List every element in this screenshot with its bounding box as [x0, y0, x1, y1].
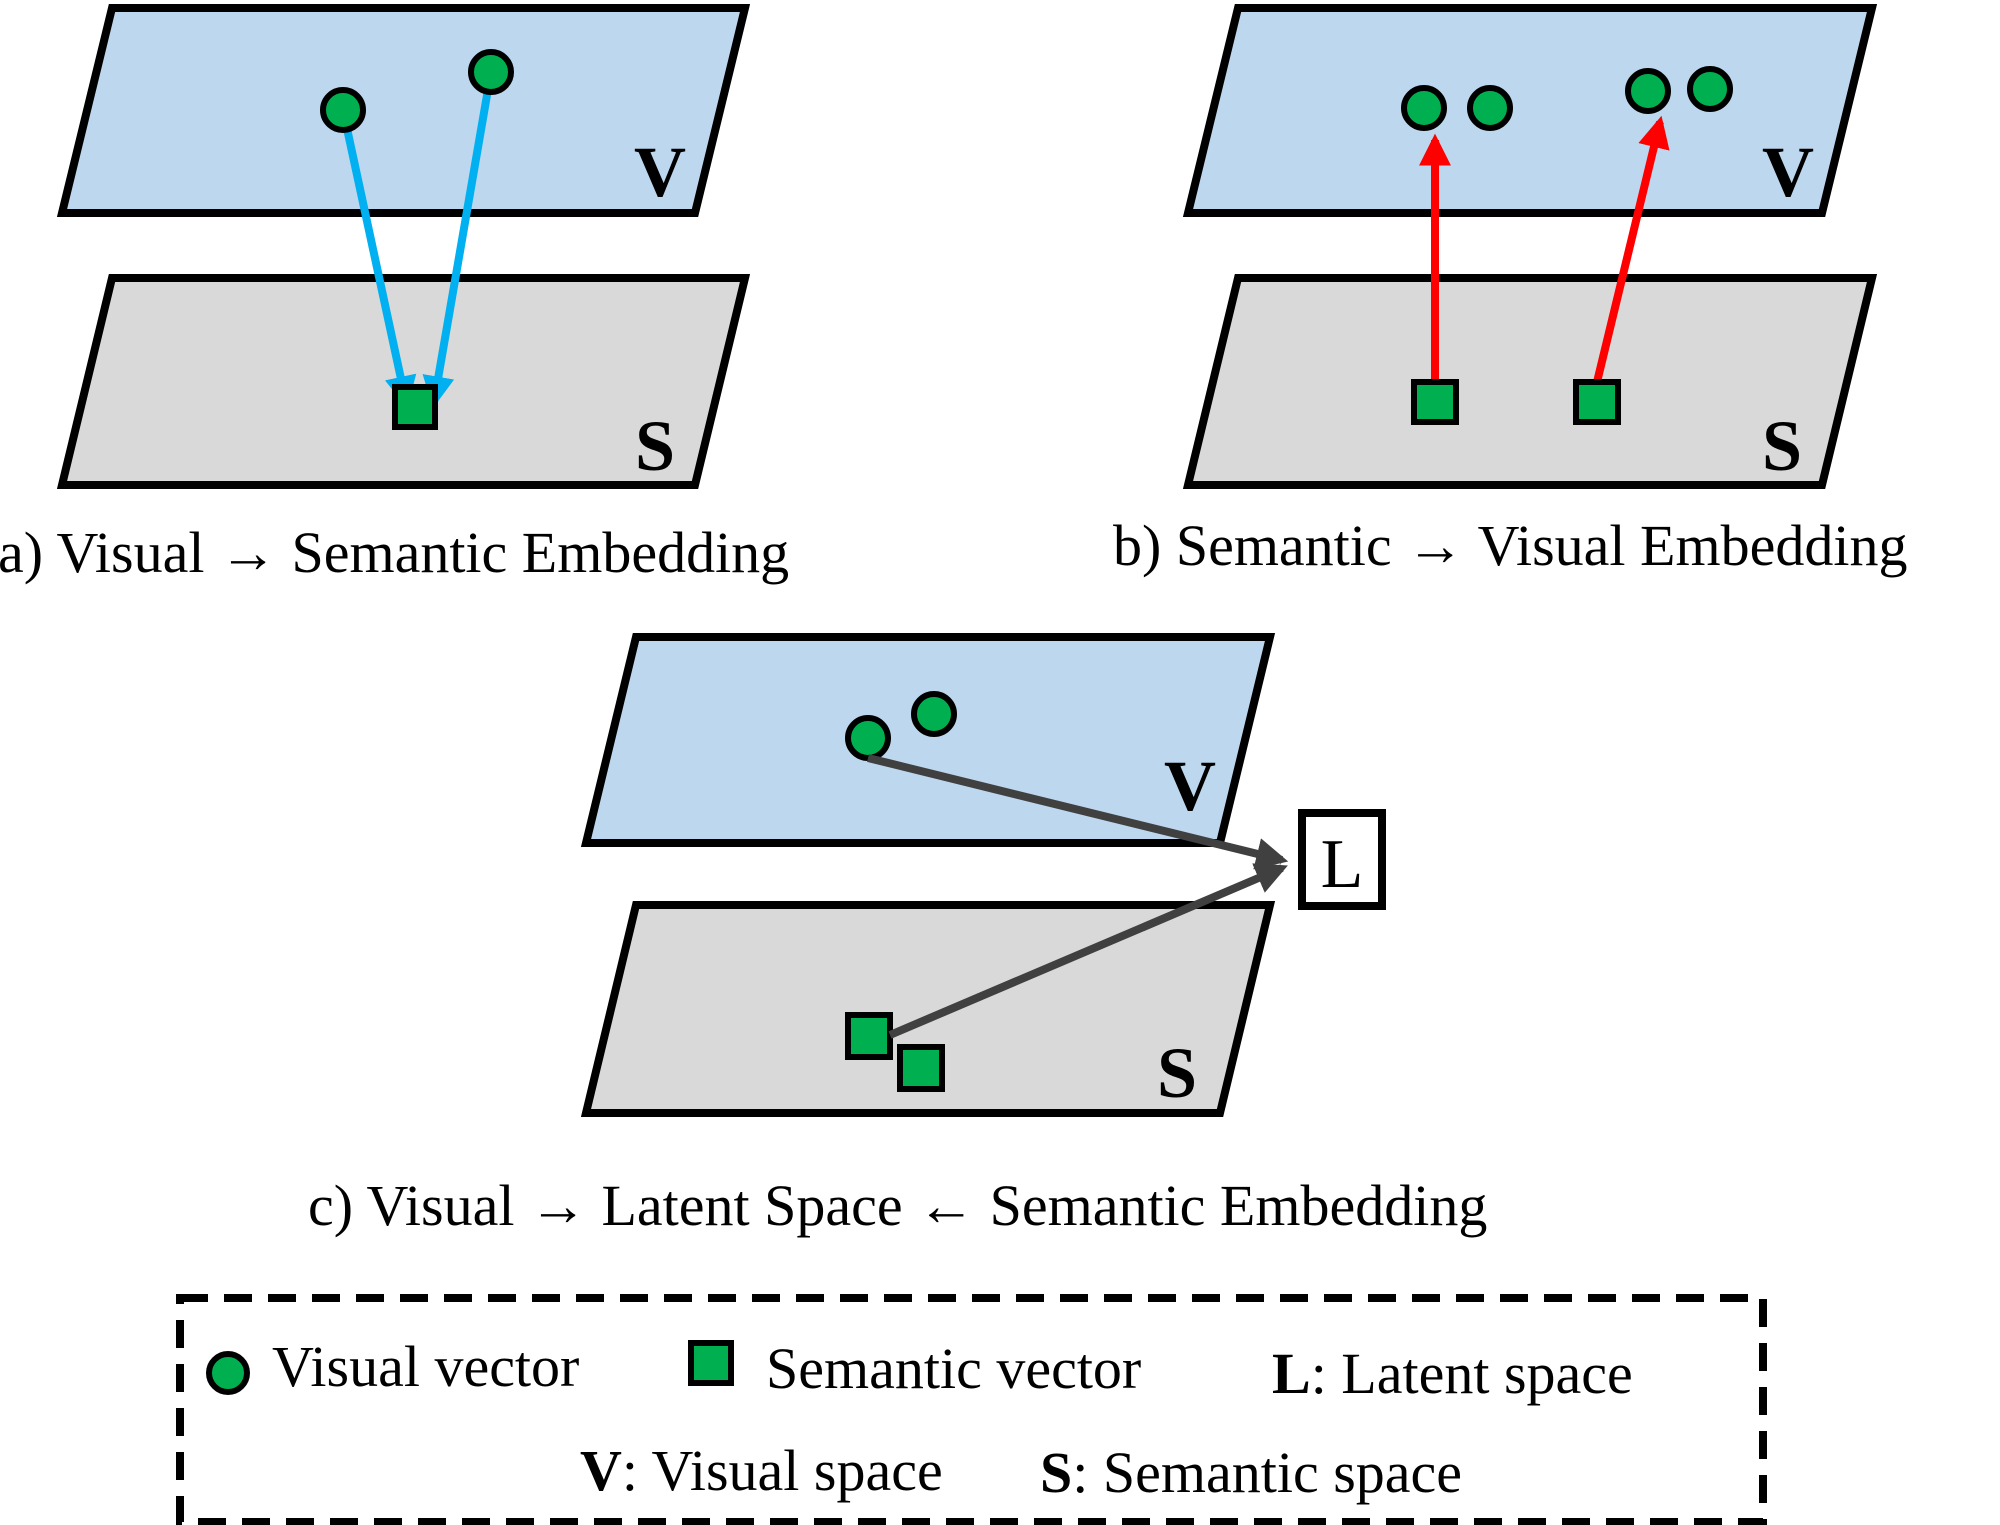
visual-plane-label: V — [1164, 746, 1216, 826]
visual-vector — [1401, 85, 1447, 131]
visual-plane-label: V — [634, 132, 686, 212]
visual-vector — [320, 87, 366, 133]
embedding-arrow — [867, 754, 1289, 870]
visual-vector — [1467, 85, 1513, 131]
semantic-plane — [580, 901, 1276, 1117]
semantic-vector — [392, 384, 438, 430]
semantic-vector — [1411, 379, 1459, 425]
visual-vector — [911, 691, 957, 737]
visual-vector — [1625, 68, 1671, 114]
embedding-arrow — [339, 109, 417, 409]
legend: Visual vector Semantic vector L: Latent … — [176, 1294, 1767, 1525]
visual-plane — [1182, 4, 1878, 217]
panel-a: V S a) Visual → Semantic Embedding — [0, 4, 789, 585]
visual-vector-swatch — [206, 1351, 250, 1395]
semantic-vector — [1573, 379, 1621, 425]
legend-semantic-key: S — [1040, 1440, 1072, 1505]
semantic-vector — [897, 1044, 945, 1092]
visual-vector — [468, 49, 514, 95]
semantic-vector-swatch — [688, 1340, 734, 1386]
caption-b: b) Semantic → Visual Embedding — [1113, 513, 1907, 578]
embedding-arrow — [1593, 115, 1670, 383]
embedding-arrow — [888, 863, 1288, 1039]
visual-plane-label: V — [1762, 132, 1814, 212]
legend-semantic-vector: Semantic vector — [766, 1336, 1141, 1401]
caption-a: a) Visual → Semantic Embedding — [0, 520, 789, 585]
latent-space-label: L — [1321, 826, 1364, 903]
legend-semantic-desc: : Semantic space — [1072, 1440, 1462, 1505]
embedding-arrow — [422, 71, 495, 409]
legend-visual-vector: Visual vector — [272, 1334, 579, 1399]
legend-visual-space: V: Visual space — [580, 1438, 943, 1503]
semantic-plane-label: S — [1762, 406, 1802, 486]
legend-latent-desc: : Latent space — [1311, 1341, 1633, 1406]
panel-c: V S L c) Visual → Latent Space ← Semanti… — [308, 633, 1487, 1238]
caption-c: c) Visual → Latent Space ← Semantic Embe… — [308, 1173, 1487, 1238]
legend-semantic-space: S: Semantic space — [1040, 1440, 1462, 1505]
panel-b: V S b) Semantic → Visual Embedding — [1113, 4, 1907, 578]
legend-latent-space: L: Latent space — [1272, 1341, 1633, 1406]
visual-vector — [845, 715, 891, 761]
legend-latent-key: L — [1272, 1341, 1311, 1406]
legend-visual-key: V — [580, 1438, 622, 1503]
visual-vector — [1687, 66, 1733, 112]
legend-visual-desc: : Visual space — [622, 1438, 943, 1503]
semantic-plane-label: S — [635, 406, 675, 486]
legend-border — [176, 1294, 1767, 1525]
semantic-plane-label: S — [1157, 1033, 1197, 1113]
semantic-plane — [1182, 274, 1878, 489]
latent-space-box — [1298, 809, 1386, 910]
visual-plane — [56, 4, 751, 217]
semantic-vector — [845, 1012, 893, 1060]
